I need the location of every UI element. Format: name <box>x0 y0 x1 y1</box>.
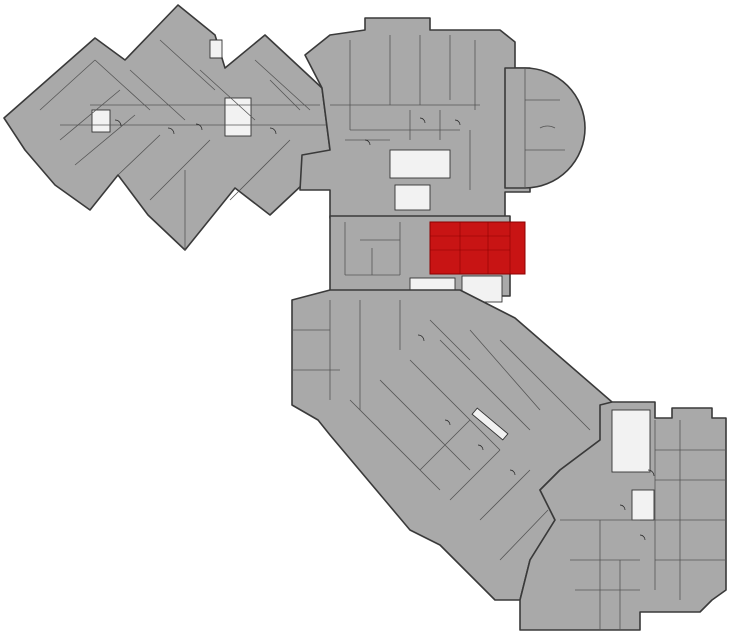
diamond-wing-doors <box>114 119 277 135</box>
diamond-roof-vent <box>209 39 223 59</box>
south-east-block-floor <box>519 401 727 631</box>
central-stair-flight <box>394 184 431 211</box>
diamond-wing-partitions <box>39 39 330 250</box>
se-elevator-core <box>631 489 655 521</box>
middle-block[interactable] <box>329 215 526 303</box>
central-block-doors <box>364 117 461 146</box>
middle-block-partitions <box>344 222 401 276</box>
se-stair-core <box>611 409 651 473</box>
arched-wing[interactable] <box>504 67 586 189</box>
se-block-doors <box>619 469 655 541</box>
diagonal-corridor-core <box>471 407 509 441</box>
diamond-elevator-left <box>91 109 111 133</box>
central-block-partitions <box>330 35 480 190</box>
diagonal-wing-partitions <box>292 300 591 561</box>
diagonal-wing-doors <box>417 334 516 476</box>
diamond-stair-core <box>224 97 252 137</box>
central-block[interactable] <box>299 17 531 219</box>
arched-wing-partitions <box>524 68 565 188</box>
se-block-partitions <box>560 420 726 630</box>
selected-apartment[interactable] <box>429 221 526 275</box>
selected-apartment-partitions <box>430 222 511 274</box>
central-stair-core <box>389 149 451 179</box>
south-east-block[interactable] <box>519 401 727 631</box>
